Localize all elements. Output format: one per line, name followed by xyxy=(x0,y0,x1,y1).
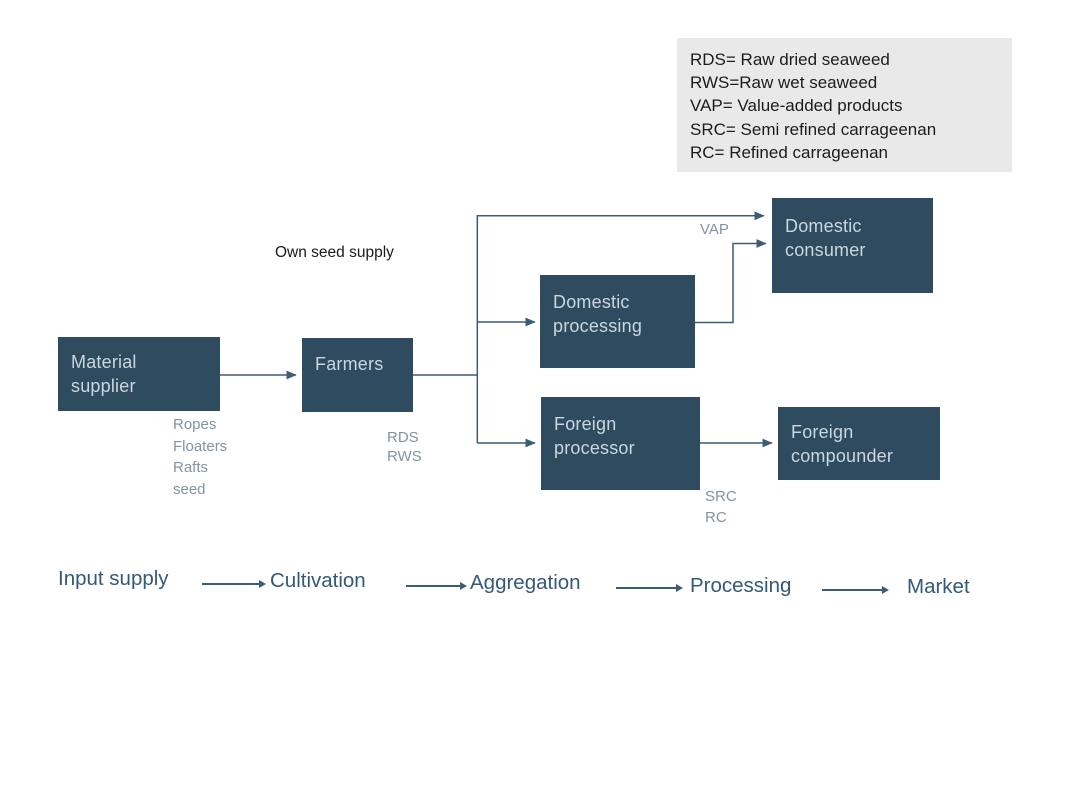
node-foreign-processor: Foreign processor xyxy=(541,397,700,490)
flow-arrow-1-icon xyxy=(202,580,266,587)
farmers-outputs-label: RDS RWS xyxy=(387,429,422,465)
flow-arrow-2-icon xyxy=(406,582,467,589)
stage-input-supply: Input supply xyxy=(58,567,169,590)
node-material-supplier: Material supplier xyxy=(58,337,220,411)
own-seed-supply-label: Own seed supply xyxy=(275,244,394,261)
flow-arrow-4-icon xyxy=(822,586,889,593)
stage-aggregation: Aggregation xyxy=(470,571,581,594)
stage-market: Market xyxy=(907,575,970,598)
stage-cultivation: Cultivation xyxy=(270,569,366,592)
legend-item-rc: RC= Refined carrageenan xyxy=(690,142,888,162)
edge-domestic-processing-to-consumer xyxy=(695,239,767,324)
node-domestic-processing: Domestic processing xyxy=(540,275,695,368)
node-domestic-consumer: Domestic consumer xyxy=(772,198,933,293)
legend-item-src: SRC= Semi refined carrageenan xyxy=(690,119,937,139)
vap-label: VAP xyxy=(700,221,729,238)
legend-item-rds: RDS= Raw dried seaweed xyxy=(690,50,890,69)
legend-item-rws: RWS=Raw wet seaweed xyxy=(690,73,878,93)
stage-processing: Processing xyxy=(690,574,792,597)
material-outputs-label: Ropes Floaters Rafts seed xyxy=(173,416,228,498)
legend-item-vap: VAP= Value-added products xyxy=(690,96,903,116)
legend-box: RDS= Raw dried seaweed RWS=Raw wet seawe… xyxy=(677,38,1012,172)
flow-arrow-3-icon xyxy=(616,584,683,591)
node-farmers: Farmers xyxy=(302,338,413,412)
foreign-processor-outputs-label: SRC RC xyxy=(705,488,737,526)
node-foreign-compounder: Foreign compounder xyxy=(778,407,940,480)
